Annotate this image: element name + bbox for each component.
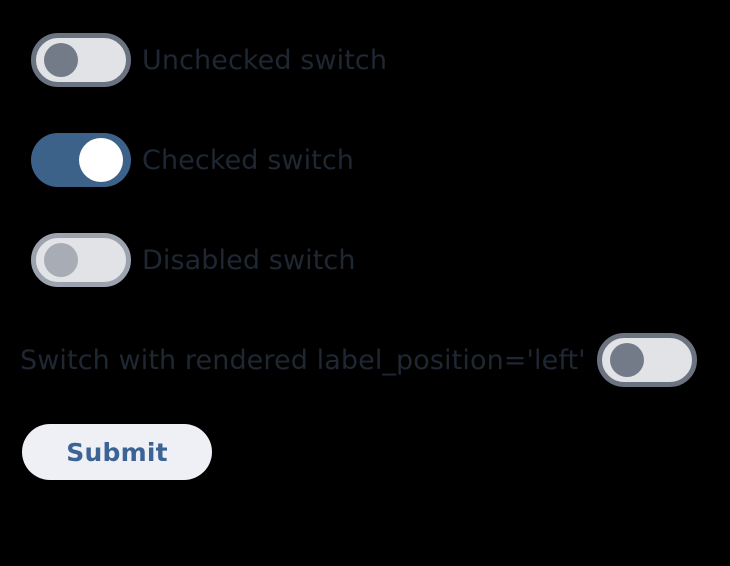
checked-switch-label: Checked switch	[142, 144, 355, 176]
unchecked-switch-toggle[interactable]	[31, 33, 131, 87]
switch-knob	[609, 343, 644, 377]
submit-button[interactable]: Submit	[22, 424, 212, 480]
switch-knob	[44, 43, 78, 77]
switch-knob	[79, 138, 123, 182]
switch-row-unchecked: Unchecked switch	[31, 33, 387, 87]
switch-row-label-left: Switch with rendered label_position='lef…	[20, 333, 700, 387]
switch-knob	[44, 243, 78, 277]
checked-switch-toggle[interactable]	[31, 133, 131, 187]
label-left-switch-label: Switch with rendered label_position='lef…	[20, 344, 586, 376]
switch-row-disabled: Disabled switch	[31, 233, 356, 287]
disabled-switch-toggle	[31, 233, 131, 287]
switch-row-checked: Checked switch	[31, 133, 354, 187]
disabled-switch-label: Disabled switch	[142, 244, 356, 276]
unchecked-switch-label: Unchecked switch	[142, 44, 388, 76]
label-left-switch-toggle[interactable]	[596, 333, 697, 387]
